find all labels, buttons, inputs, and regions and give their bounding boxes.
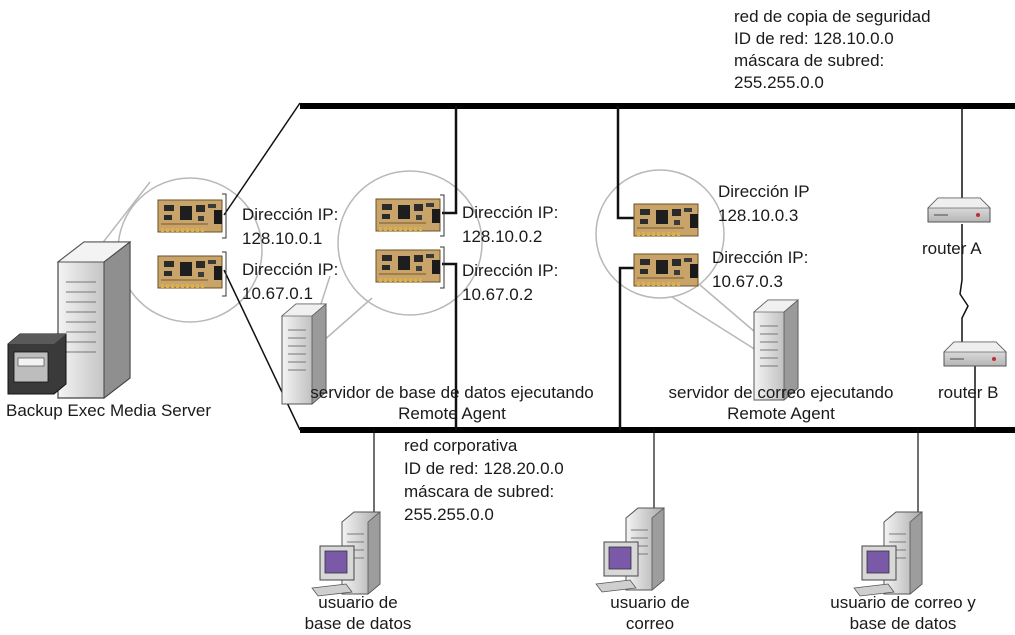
backup-network-subnet-value: 255.255.0.0	[734, 73, 824, 92]
router-b-label: router B	[938, 383, 999, 402]
db-server-nic-corporate-icon	[375, 249, 441, 283]
client-links	[373, 430, 919, 522]
backup-network-name: red de copia de seguridad	[734, 7, 931, 26]
media-server-nic1-ip: 128.10.0.1	[242, 229, 323, 248]
media-server-nic1-label: Dirección IP: 128.10.0.1	[242, 203, 338, 251]
corporate-network-name: red corporativa	[404, 436, 518, 455]
client-mail-user-caption: usuario de correo	[570, 592, 730, 634]
db-server-nic2-label: Dirección IP: 10.67.0.2	[462, 259, 558, 307]
db-server-caption-line2: Remote Agent	[398, 404, 506, 423]
backup-network-bus	[300, 103, 1015, 109]
mail-server-nic-corporate-icon	[633, 253, 699, 287]
router-b-icon	[943, 341, 1007, 367]
db-server-links	[442, 106, 458, 430]
corporate-network-label: red corporativa ID de red: 128.20.0.0 má…	[404, 434, 564, 526]
db-server-caption-line1: servidor de base de datos ejecutando	[310, 383, 594, 402]
mail-server-nic2-label: Dirección IP: 10.67.0.3	[712, 246, 808, 294]
corporate-network-id: ID de red: 128.20.0.0	[404, 459, 564, 478]
mail-server-nic1-label: Dirección IP 128.10.0.3	[718, 180, 810, 228]
mail-server-nic1-ip: 128.10.0.3	[718, 206, 799, 225]
backup-network-label: red de copia de seguridad ID de red: 128…	[734, 6, 931, 94]
client-mail-db-user-icon	[853, 511, 923, 597]
media-server-nic2-title: Dirección IP:	[242, 260, 339, 279]
nic-brackets	[222, 193, 445, 297]
client-mail-user-icon	[595, 507, 665, 593]
corporate-network-bus	[300, 427, 1015, 433]
client-mail-user-line1: usuario de	[610, 593, 690, 612]
backup-network-subnet-label: máscara de subred:	[734, 51, 885, 70]
media-server-nic2-label: Dirección IP: 10.67.0.1	[242, 258, 338, 306]
client-mail-db-user-line2: base de datos	[849, 614, 957, 633]
mail-server-nic2-title: Dirección IP:	[712, 248, 809, 267]
db-server-nic1-title: Dirección IP:	[462, 203, 559, 222]
client-db-user-line1: usuario de	[318, 593, 398, 612]
corporate-network-subnet-label: máscara de subred:	[404, 482, 555, 501]
client-mail-db-user-caption: usuario de correo y base de datos	[808, 592, 998, 634]
mail-server-nic2-ip: 10.67.0.3	[712, 272, 783, 291]
backup-network-id: ID de red: 128.10.0.0	[734, 29, 894, 48]
db-server-nic1-ip: 128.10.0.2	[462, 227, 543, 246]
client-mail-user-line2: correo	[625, 614, 675, 633]
mail-server-nic-backup-icon	[633, 203, 699, 237]
media-server-nic-backup-icon	[157, 199, 223, 233]
client-db-user-caption: usuario de base de datos	[278, 592, 438, 634]
db-server-nic2-title: Dirección IP:	[462, 261, 559, 280]
mail-server-caption: servidor de correo ejecutando Remote Age…	[640, 382, 922, 424]
client-db-user-line2: base de datos	[304, 614, 412, 633]
router-links	[959, 106, 976, 430]
client-db-user-icon	[311, 511, 381, 597]
media-server-nic-corporate-icon	[157, 255, 223, 289]
mail-server-nic1-title: Dirección IP	[718, 182, 810, 201]
media-server-caption: Backup Exec Media Server	[6, 401, 212, 420]
router-a-label: router A	[922, 239, 982, 258]
db-server-nic1-label: Dirección IP: 128.10.0.2	[462, 201, 558, 249]
client-mail-db-user-line1: usuario de correo y	[830, 593, 976, 612]
mail-server-links	[616, 106, 634, 430]
mail-server-caption-line2: Remote Agent	[727, 404, 835, 423]
corporate-network-subnet-value: 255.255.0.0	[404, 505, 494, 524]
db-server-nic-backup-icon	[375, 198, 441, 232]
router-a-icon	[927, 197, 991, 223]
db-server-caption: servidor de base de datos ejecutando Rem…	[290, 382, 614, 424]
media-server-icon	[7, 240, 132, 400]
mail-server-caption-line1: servidor de correo ejecutando	[668, 383, 894, 402]
media-server-nic2-ip: 10.67.0.1	[242, 284, 313, 303]
db-server-nic2-ip: 10.67.0.2	[462, 285, 533, 304]
media-server-nic1-title: Dirección IP:	[242, 205, 339, 224]
